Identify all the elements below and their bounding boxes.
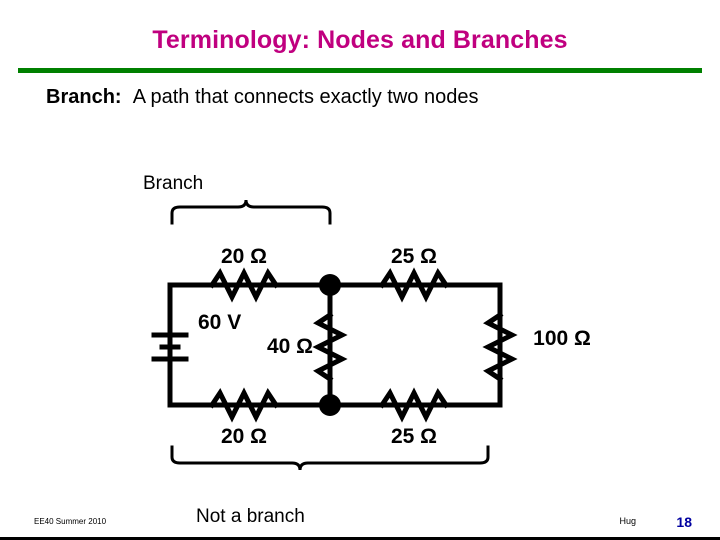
resistor-middle-label: 40 Ω [267, 335, 313, 358]
callout-label-branch: Branch [143, 173, 204, 194]
resistor-right-label: 100 Ω [533, 327, 590, 350]
resistor-top-right-label: 25 Ω [391, 245, 437, 268]
footer-instructor: Hug [619, 516, 636, 526]
footer-course: EE40 Summer 2010 [34, 517, 107, 526]
resistor-bottom-left-label: 20 Ω [221, 425, 267, 448]
voltage-source-label: 60 V [198, 311, 241, 334]
node-top [319, 274, 341, 296]
resistor-bottom-right-symbol [378, 387, 450, 423]
branch-definition-colon: : [114, 86, 122, 108]
circuit-diagram: 20 Ω 25 Ω 40 Ω 100 Ω 20 Ω 25 Ω 60 V [150, 195, 590, 495]
resistor-middle-symbol [312, 311, 348, 383]
branch-definition-text: A path that connects exactly two nodes [132, 86, 479, 108]
branch-definition-term: Branch [46, 86, 115, 108]
resistor-top-right-symbol [378, 267, 450, 303]
title-divider [18, 68, 702, 73]
page-title: Terminology: Nodes and Branches [152, 26, 568, 54]
node-bottom [319, 394, 341, 416]
brace-top [170, 199, 332, 225]
resistor-bottom-left-symbol [208, 387, 280, 423]
page-number: 18 [676, 514, 692, 530]
resistor-bottom-right-label: 25 Ω [391, 425, 437, 448]
resistor-top-left-symbol [208, 267, 280, 303]
branch-definition: Branch: A path that connects exactly two… [46, 86, 478, 109]
callout-label-not-branch: Not a branch [196, 506, 305, 527]
resistor-top-left-label: 20 Ω [221, 245, 267, 268]
footer-divider [0, 537, 720, 540]
brace-bottom [170, 445, 490, 471]
resistor-right-symbol [482, 311, 518, 383]
